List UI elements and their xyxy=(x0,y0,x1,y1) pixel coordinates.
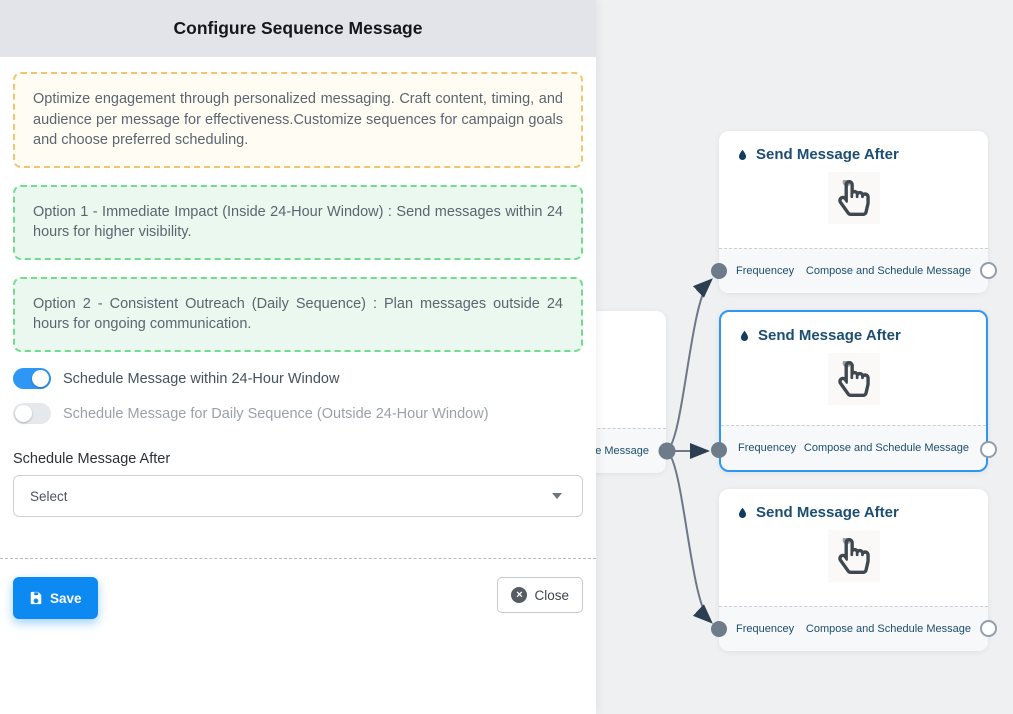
close-icon: × xyxy=(511,587,528,604)
save-icon xyxy=(29,591,43,605)
edge-to-top-node[interactable] xyxy=(666,278,713,452)
handle-label-frequency: Frequencey xyxy=(736,265,795,277)
select-value: Select xyxy=(30,488,68,504)
toggle-row-daily: Schedule Message for Daily Sequence (Out… xyxy=(13,403,583,425)
save-button-label: Save xyxy=(50,590,82,606)
target-handle[interactable] xyxy=(711,620,727,637)
source-handle[interactable] xyxy=(980,620,997,637)
handle-label-compose: Compose and Schedule Message xyxy=(805,623,971,635)
configure-sequence-panel: Configure Sequence Message Optimize enga… xyxy=(0,0,596,714)
click-hand-icon[interactable] xyxy=(827,353,880,405)
chevron-down-icon xyxy=(552,493,562,500)
water-drop-icon xyxy=(736,147,749,163)
handle-label-frequency: Frequencey xyxy=(738,442,797,454)
button-row: Save × Close xyxy=(13,577,583,620)
node-footer: Frequencey Compose and Schedule Message xyxy=(719,248,988,293)
panel-header: Configure Sequence Message xyxy=(0,0,596,57)
divider xyxy=(0,558,596,560)
click-hand-icon[interactable] xyxy=(827,172,880,224)
toggle-daily-label: Schedule Message for Daily Sequence (Out… xyxy=(63,405,489,422)
water-drop-icon xyxy=(736,505,749,521)
schedule-after-select[interactable]: Select xyxy=(13,475,583,518)
toggle-24h-label: Schedule Message within 24-Hour Window xyxy=(63,370,340,387)
node-title: Send Message After xyxy=(756,146,899,163)
intro-note: Optimize engagement through personalized… xyxy=(13,72,583,168)
target-handle[interactable] xyxy=(711,441,727,458)
close-button-label: Close xyxy=(534,587,569,603)
node-footer: Frequencey Compose and Schedule Message xyxy=(719,606,988,651)
handle-label-frequency: Frequencey xyxy=(736,623,795,635)
flow-node-send-message-after-1[interactable]: Send Message After Frequencey Compose an… xyxy=(711,131,997,293)
click-hand-icon[interactable] xyxy=(827,530,880,582)
handle-label-compose: Compose and Schedule Message xyxy=(803,442,969,454)
option2-note: Option 2 - Consistent Outreach (Daily Se… xyxy=(13,276,583,353)
water-drop-icon xyxy=(738,328,751,344)
toggle-daily-sequence[interactable] xyxy=(13,403,51,425)
handle-label-compose: Compose and Schedule Message xyxy=(805,265,971,277)
page-title: Configure Sequence Message xyxy=(173,18,423,38)
flow-node-send-message-after-2[interactable]: Send Message After Frequencey Compose an… xyxy=(711,310,997,472)
target-handle[interactable] xyxy=(711,262,727,279)
toggle-knob xyxy=(15,405,32,423)
node-title-row: Send Message After xyxy=(719,131,988,163)
source-handle[interactable] xyxy=(980,441,997,458)
source-handle[interactable] xyxy=(980,262,997,279)
toggle-24h-window[interactable] xyxy=(13,368,51,390)
save-button[interactable]: Save xyxy=(13,577,98,620)
close-button[interactable]: × Close xyxy=(497,577,583,614)
toggle-knob xyxy=(32,370,49,388)
schedule-after-label: Schedule Message After xyxy=(13,451,171,468)
node-title-row: Send Message After xyxy=(721,312,986,344)
node-title: Send Message After xyxy=(756,504,899,521)
node-title-row: Send Message After xyxy=(719,489,988,521)
node-title: Send Message After xyxy=(758,327,901,344)
option1-note: Option 1 - Immediate Impact (Inside 24-H… xyxy=(13,184,583,260)
panel-content: Optimize engagement through personalized… xyxy=(0,72,596,620)
toggle-row-24h: Schedule Message within 24-Hour Window xyxy=(13,368,583,390)
handle-label-partial: ce Message xyxy=(589,445,649,457)
flow-node-send-message-after-3[interactable]: Send Message After Frequencey Compose an… xyxy=(711,489,997,651)
edge-to-bottom-node[interactable] xyxy=(666,450,713,624)
node-footer: Frequencey Compose and Schedule Message xyxy=(721,425,986,470)
